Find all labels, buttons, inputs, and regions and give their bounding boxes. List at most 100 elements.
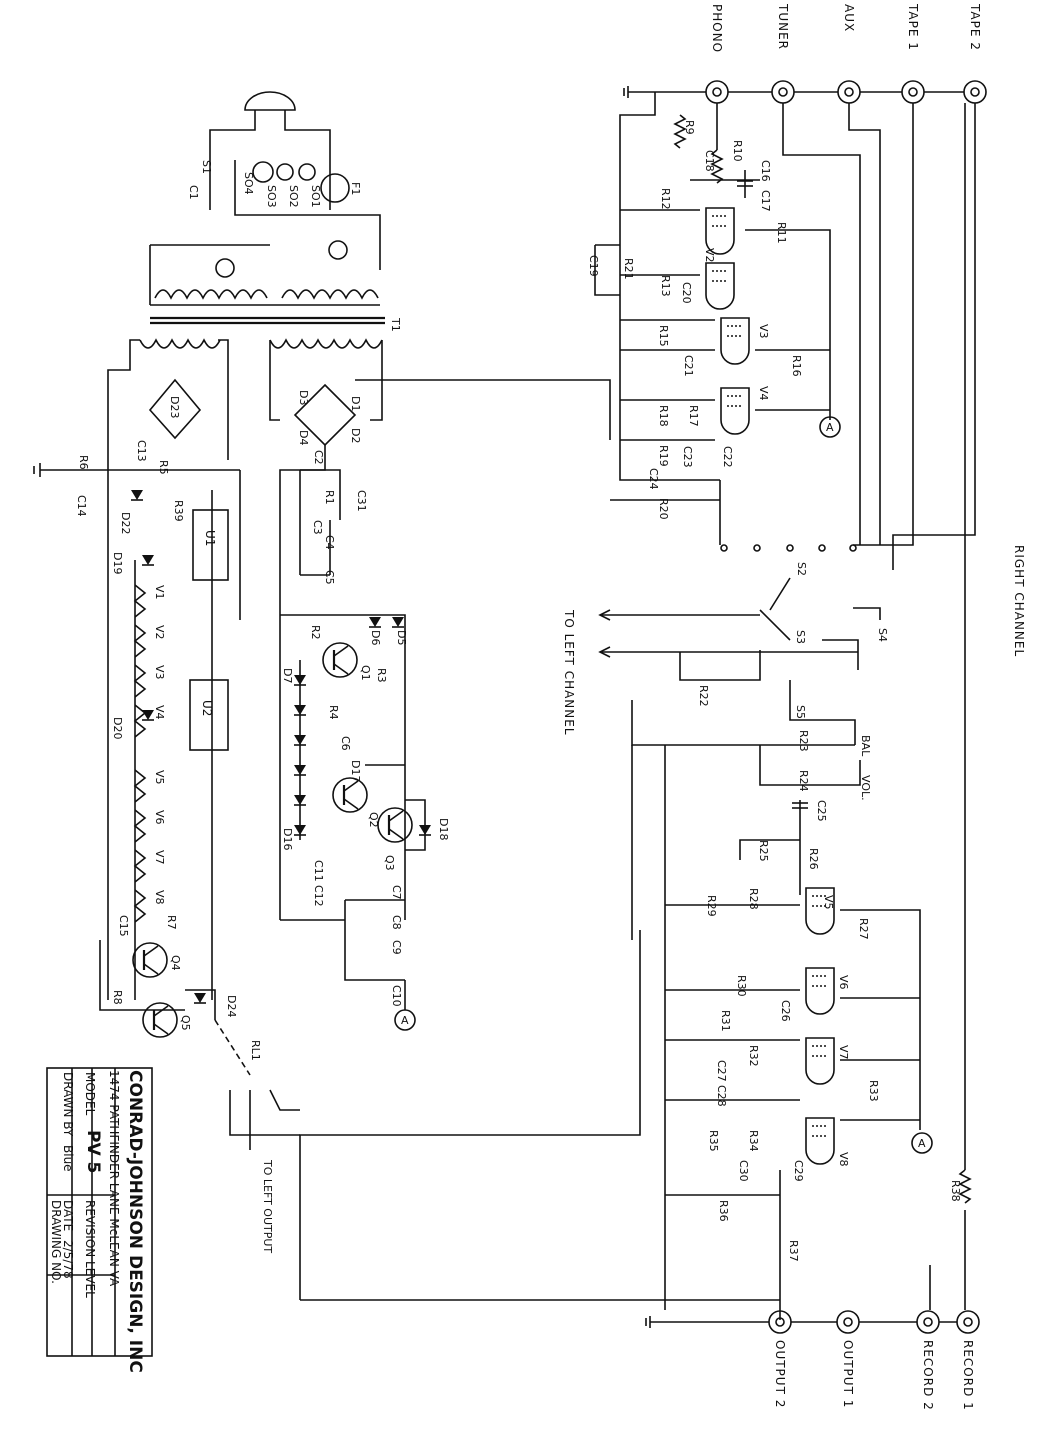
label-output2: OUTPUT 2 [773,1340,787,1408]
svg-text:C18: C18 [703,150,716,172]
svg-text:Q4: Q4 [169,955,182,971]
jack-tape1 [901,80,925,104]
svg-text:C17: C17 [759,190,772,212]
svg-text:R35: R35 [707,1130,720,1152]
svg-text:C11: C11 [312,860,325,882]
svg-text:V5: V5 [153,770,166,785]
label-bal: BAL [859,735,872,757]
svg-text:R23: R23 [797,730,810,752]
tb-drawn: Blue [61,1145,75,1172]
svg-text:V4: V4 [757,386,770,401]
svg-text:V8: V8 [837,1152,850,1167]
label-record1: RECORD 1 [961,1340,975,1411]
svg-text:D24: D24 [225,995,238,1017]
tb-address: 1474 PATHFINDER LANE McLEAN VA [107,1070,121,1287]
transistor-q2 [331,776,369,814]
svg-text:V4: V4 [153,705,166,720]
svg-text:C20: C20 [680,282,693,304]
output-jacks: OUTPUT 2 OUTPUT 1 RECORD 2 RECORD 1 [299,930,980,1411]
tube-v8 [805,1117,835,1165]
phono-stage: R9 R10 C18 C16 C17 V2 R11 R12 R13 C20 R2… [587,92,841,545]
svg-text:R1: R1 [323,490,336,505]
transistor-q3 [376,806,414,844]
jack-record1 [956,1310,980,1334]
relay-driver: Q4 Q5 R7 C15 R8 D24 RL1 TO LEFT OUTPUT [99,915,300,1253]
bridge-d23 [148,378,202,440]
svg-text:Q2: Q2 [367,812,380,828]
tb-model-label: MODEL [83,1072,97,1116]
tb-date-label: DATE [61,1200,75,1231]
svg-text:Q1: Q1 [359,665,372,681]
tb-company: CONRAD-JOHNSON DESIGN, INC [125,1070,145,1373]
svg-text:R33: R33 [867,1080,880,1102]
volume-balance: R23 R24 BAL VOL. C25 R25 R26 [631,700,872,895]
svg-text:R32: R32 [747,1045,760,1067]
label-phono: PHONO [710,4,724,53]
line-stage: V5 R29 R28 R27 V6 R30 C26 V7 R31 R32 C27… [631,103,971,1320]
svg-text:R22: R22 [697,685,710,707]
svg-text:C29: C29 [792,1160,805,1182]
selector-switches: S2 S3 S4 S5 R22 [598,544,889,745]
svg-text:R34: R34 [747,1130,760,1152]
diode-d24 [193,992,207,1004]
transistor-q1 [321,641,359,679]
svg-text:C14: C14 [75,495,88,517]
jack-output1 [836,1310,860,1334]
regulator-u1 [192,509,229,581]
svg-text:C5: C5 [323,570,336,585]
svg-text:V1: V1 [153,585,166,600]
input-jacks: PHONO TUNER AUX TAPE 1 TAPE 2 [623,3,987,570]
svg-text:R37: R37 [787,1240,800,1262]
svg-text:SO3: SO3 [265,185,278,208]
node-a-label: A [826,421,834,434]
svg-text:R30: R30 [735,975,748,997]
svg-text:D1: D1 [349,396,362,411]
jack-aux [837,80,861,104]
svg-text:R7: R7 [165,915,178,930]
node-a-line [911,1132,933,1154]
svg-text:C16: C16 [759,160,772,182]
mains-section: S1 C1 SO4 SO3 SO2 SO1 F1 T1 [107,91,402,1000]
svg-text:D20: D20 [111,717,124,739]
svg-text:R5: R5 [157,460,170,475]
diode-d22 [130,489,144,501]
diode-d7 [293,674,307,686]
tb-date: 2/5/78 [61,1240,75,1279]
svg-text:R26: R26 [807,848,820,870]
svg-text:V6: V6 [837,975,850,990]
svg-text:SO2: SO2 [287,185,300,208]
node-a-phono [819,416,841,438]
svg-text:V7: V7 [837,1045,850,1060]
svg-text:C22: C22 [721,446,734,468]
tb-drawing-no-label: DRAWING NO. [49,1200,63,1284]
svg-text:C15: C15 [117,915,130,937]
svg-text:R25: R25 [757,840,770,862]
svg-text:S4: S4 [876,628,889,642]
svg-text:C12: C12 [312,885,325,907]
svg-text:D23: D23 [168,396,181,418]
svg-text:R2: R2 [309,625,322,640]
svg-text:V3: V3 [757,324,770,339]
svg-text:R9: R9 [683,120,696,135]
label-output1: OUTPUT 1 [841,1340,855,1408]
svg-text:R10: R10 [731,140,744,162]
svg-text:SO4: SO4 [242,172,255,195]
svg-text:S2: S2 [795,562,808,576]
diode-d5 [368,616,382,628]
label-right-channel: RIGHT CHANNEL [1012,545,1026,657]
label-t1: T1 [389,317,402,332]
svg-text:C9: C9 [390,940,403,955]
label-tape2: TAPE 2 [968,3,982,51]
svg-text:A: A [918,1137,926,1150]
svg-text:C10: C10 [390,985,403,1007]
svg-text:R11: R11 [775,222,788,244]
tube-v6 [805,967,835,1015]
svg-text:U1: U1 [203,530,217,546]
jack-tuner [771,80,795,104]
svg-text:R38: R38 [949,1180,962,1202]
svg-text:F1: F1 [349,182,362,195]
svg-text:C23: C23 [681,446,694,468]
label-vol: VOL. [859,775,872,801]
label-tuner: TUNER [776,3,790,50]
svg-text:R20: R20 [657,498,670,520]
